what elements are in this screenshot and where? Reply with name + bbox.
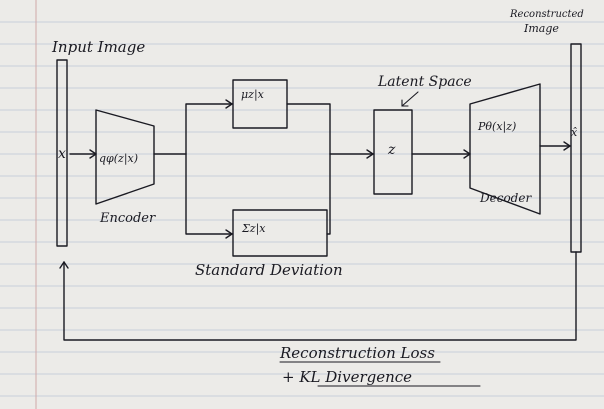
reconstructed-image-bar bbox=[570, 43, 582, 253]
mean-label: μz|x bbox=[241, 88, 265, 102]
arrowhead-icon bbox=[401, 99, 409, 107]
branch-to-sigma bbox=[185, 153, 233, 235]
encoder-shape bbox=[95, 109, 155, 205]
branch-to-mu bbox=[185, 103, 233, 155]
loss-label-line1: Reconstruction Loss bbox=[279, 344, 435, 362]
input-image-bar bbox=[56, 59, 68, 247]
arrowhead-icon bbox=[366, 149, 374, 159]
reconstructed-label-line2: Image bbox=[523, 22, 559, 35]
arrowhead-icon bbox=[59, 261, 69, 269]
input-image-label: Input Image bbox=[51, 38, 145, 56]
arrowhead-icon bbox=[225, 99, 233, 109]
latent-box bbox=[373, 109, 413, 195]
x-hat-label: x̂ bbox=[571, 126, 578, 139]
latent-space-label: Latent Space bbox=[377, 74, 472, 90]
latent-pointer bbox=[401, 91, 419, 107]
arrowhead-icon bbox=[225, 229, 233, 239]
arrowhead-icon bbox=[563, 141, 571, 151]
z-label: z bbox=[387, 142, 396, 158]
loss-label-line2: + KL Divergence bbox=[282, 368, 412, 386]
loss-feedback-path bbox=[63, 251, 577, 341]
decoder-label: Decoder bbox=[479, 191, 532, 205]
decoder-function-label: Pθ(x|z) bbox=[477, 120, 516, 134]
encoder-function-label: qφ(z|x) bbox=[99, 152, 138, 166]
standard-deviation-label: Standard Deviation bbox=[195, 261, 343, 279]
reconstructed-label-line1: Reconstructed bbox=[509, 9, 584, 20]
mean-to-merge bbox=[286, 103, 331, 155]
decoder-shape bbox=[469, 83, 541, 215]
sigma-box bbox=[232, 209, 328, 257]
sigma-to-merge bbox=[326, 153, 331, 235]
x-input-label: x bbox=[58, 146, 66, 162]
encoder-label: Encoder bbox=[99, 211, 156, 226]
sigma-label: Σz|x bbox=[241, 222, 266, 236]
